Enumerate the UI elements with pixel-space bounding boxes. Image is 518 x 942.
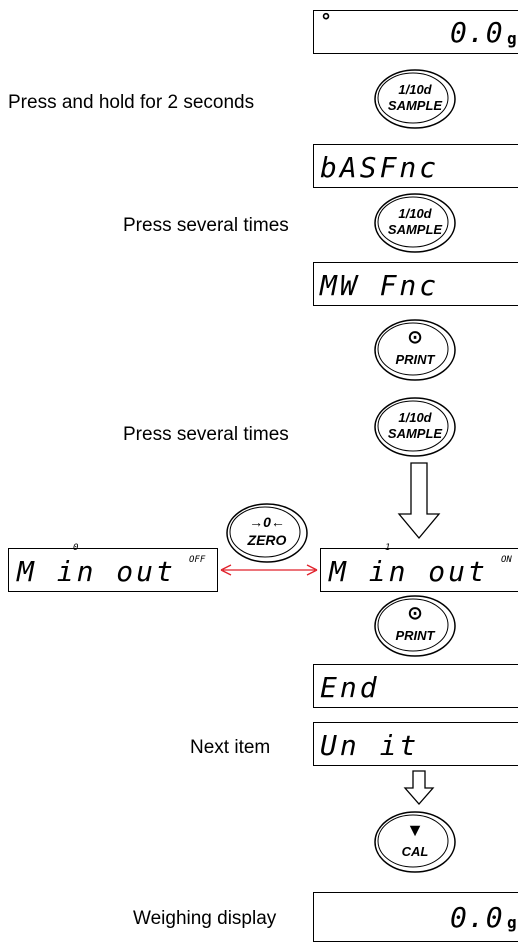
display-minout-off: 0 M in out OFF xyxy=(8,543,218,592)
key-outline xyxy=(374,811,456,873)
display-end-text: End xyxy=(320,671,380,704)
display-mwfnc-text: MW Fnc xyxy=(320,269,440,302)
display-weighing-value: 0.0 xyxy=(450,901,504,934)
sample-key-3[interactable]: 1/10d SAMPLE xyxy=(373,396,457,458)
display-basfnc-text: bASFnc xyxy=(320,151,440,184)
display-unit: g xyxy=(507,29,518,48)
sample-key-2[interactable]: 1/10d SAMPLE xyxy=(373,192,457,254)
sample-key-label: SAMPLE xyxy=(387,98,443,113)
display-weighing-unit: g xyxy=(507,913,518,932)
display-weighing: 0.0 g xyxy=(313,892,518,942)
display-sub-off: 0 xyxy=(73,543,79,553)
instruction-next: Next item xyxy=(190,737,271,758)
print-icon: ⊙ xyxy=(407,327,423,347)
display-status-on: ON xyxy=(501,555,512,565)
sample-key-top: 1/10d xyxy=(398,82,432,97)
key-outline xyxy=(374,69,456,129)
key-outline xyxy=(374,397,456,457)
display-initial: ° 0.0 g xyxy=(313,9,518,54)
down-arrow-small xyxy=(403,770,435,805)
print-key-1[interactable]: ⊙ PRINT xyxy=(373,318,457,382)
display-mwfnc: MW Fnc xyxy=(313,262,518,306)
display-mark: ° xyxy=(320,9,336,33)
display-end: End xyxy=(313,664,518,708)
sample-key-1[interactable]: 1/10d SAMPLE xyxy=(373,68,457,130)
print-icon: ⊙ xyxy=(407,603,423,623)
display-minout-on: 1 M in out ON xyxy=(320,543,518,592)
display-unit: Un it xyxy=(313,722,518,766)
display-minout-on-text: M in out xyxy=(329,555,488,588)
key-outline xyxy=(374,193,456,253)
cal-icon: ▼ xyxy=(406,820,424,840)
zero-key[interactable]: →0← ZERO xyxy=(225,502,309,564)
key-outline xyxy=(226,503,308,563)
display-minout-off-text: M in out xyxy=(17,555,176,588)
instruction-hold: Press and hold for 2 seconds xyxy=(8,92,255,113)
sample-key-label: SAMPLE xyxy=(387,426,443,441)
down-arrow-large xyxy=(397,462,441,540)
toggle-arrow xyxy=(220,564,318,576)
sample-key-top: 1/10d xyxy=(398,410,432,425)
key-outline xyxy=(374,319,456,381)
instruction-weigh: Weighing display xyxy=(133,908,277,929)
instruction-several-1: Press several times xyxy=(123,215,289,236)
display-unit-text: Un it xyxy=(320,729,420,762)
sample-key-top: 1/10d xyxy=(398,206,432,221)
display-sub-on: 1 xyxy=(385,543,391,553)
zero-key-label: ZERO xyxy=(247,532,287,548)
display-value: 0.0 xyxy=(450,16,504,49)
display-status-off: OFF xyxy=(189,555,206,565)
sample-key-label: SAMPLE xyxy=(387,222,443,237)
instruction-several-2: Press several times xyxy=(123,424,289,445)
print-key-label: PRINT xyxy=(395,352,435,367)
key-outline xyxy=(374,595,456,657)
zero-key-top: →0← xyxy=(249,514,285,530)
cal-key[interactable]: ▼ CAL xyxy=(373,810,457,874)
print-key-label: PRINT xyxy=(395,628,435,643)
display-basfnc: bASFnc xyxy=(313,144,518,188)
cal-key-label: CAL xyxy=(401,844,429,859)
print-key-2[interactable]: ⊙ PRINT xyxy=(373,594,457,658)
